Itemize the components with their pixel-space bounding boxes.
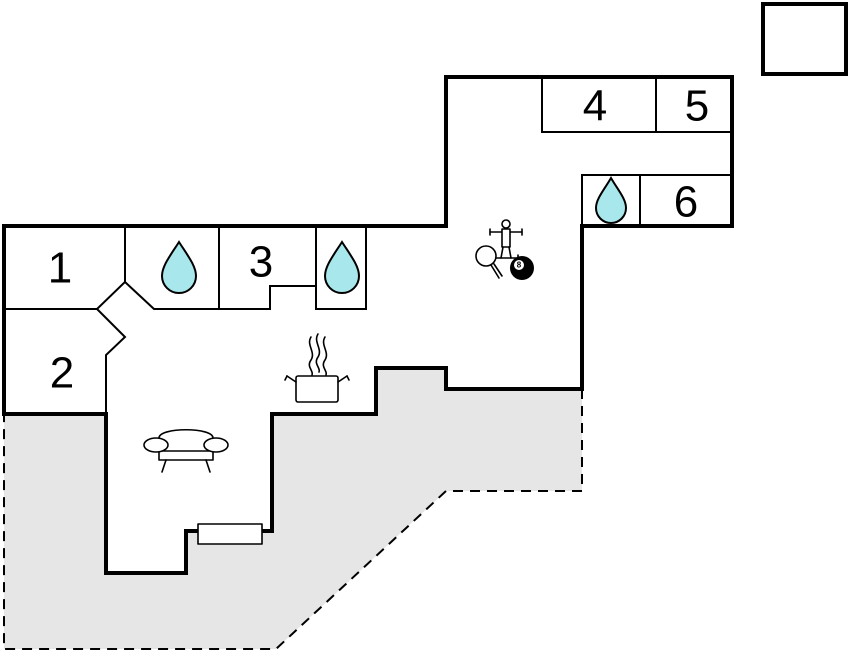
cooking-pot-icon <box>284 333 350 403</box>
room-number-2: 2 <box>50 349 74 398</box>
table-tennis-icon <box>475 245 503 279</box>
water-drop-icon <box>323 240 361 294</box>
interior-walls <box>4 77 732 414</box>
terrace-area <box>4 368 582 649</box>
room-number-6: 6 <box>674 178 698 227</box>
room-number-3: 3 <box>249 238 273 287</box>
billiard-ball-icon: 8 <box>510 256 534 280</box>
room-number-1: 1 <box>48 244 72 293</box>
terrace <box>3 368 583 650</box>
room-number-4: 4 <box>583 82 607 131</box>
room-labels: 1 2 3 4 5 6 <box>48 82 709 398</box>
water-drop-icon <box>160 240 198 294</box>
water-drop-icon <box>594 176 628 224</box>
billiard-ball-label: 8 <box>517 261 522 270</box>
terrace-edge <box>3 389 583 650</box>
fireplace-icon <box>197 523 263 545</box>
outer-wall <box>2 75 734 575</box>
annex-building <box>761 2 848 76</box>
sofa-icon <box>143 429 229 473</box>
room-number-5: 5 <box>685 82 709 131</box>
